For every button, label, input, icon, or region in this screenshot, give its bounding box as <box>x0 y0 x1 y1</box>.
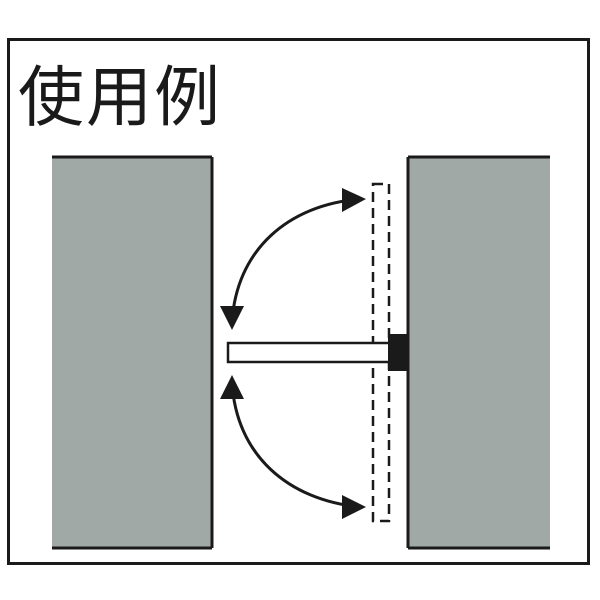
upper-arrowhead-top <box>342 188 366 212</box>
diagram-title: 使用例 <box>18 59 222 136</box>
upper-swing-arrow <box>230 197 361 324</box>
upper-arrowhead-bottom <box>220 306 244 330</box>
right-wall-panel <box>406 155 550 550</box>
lower-arrowhead-bottom <box>342 495 366 519</box>
lower-swing-arrow <box>230 381 361 509</box>
left-wall-panel <box>52 155 214 550</box>
lower-arrowhead-top <box>220 375 244 399</box>
wall-mount-block <box>388 334 408 371</box>
door-stop-arm <box>226 341 392 364</box>
